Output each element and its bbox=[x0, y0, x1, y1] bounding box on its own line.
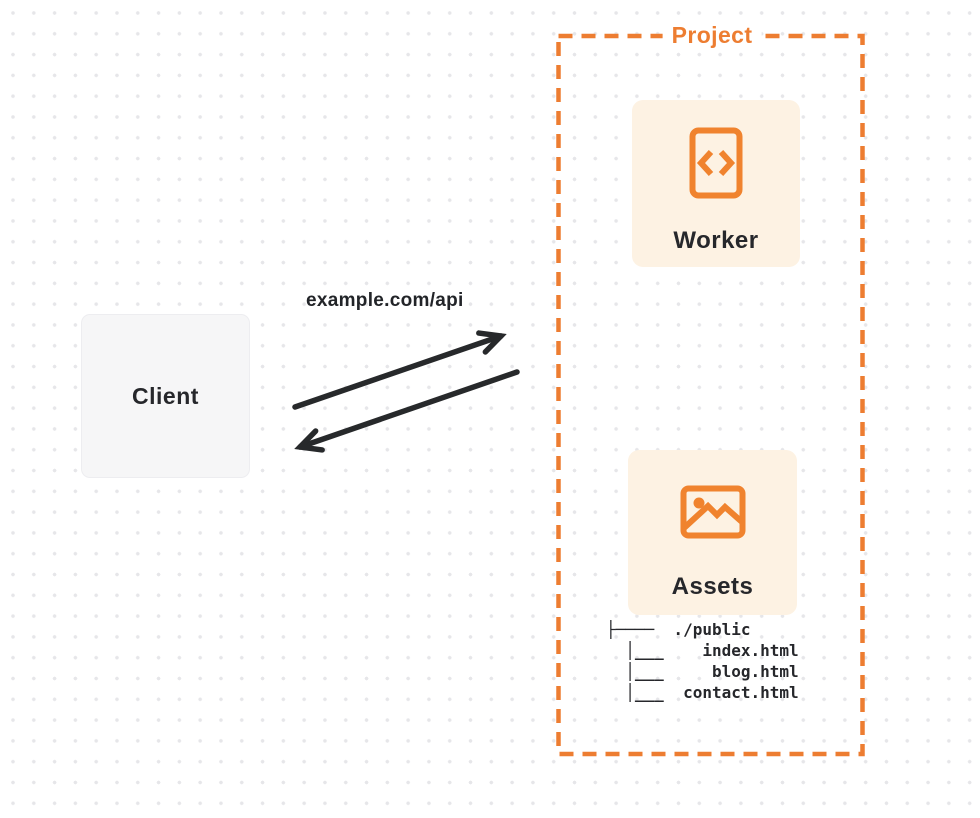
client-node: Client bbox=[81, 314, 250, 478]
assets-label: Assets bbox=[671, 573, 754, 600]
image-icon bbox=[680, 485, 746, 544]
code-icon bbox=[689, 127, 743, 204]
client-label: Client bbox=[132, 382, 199, 409]
request-arrow bbox=[292, 336, 501, 410]
assets-node: Assets bbox=[628, 450, 797, 615]
request-url-label: example.com/api bbox=[306, 290, 464, 311]
worker-node: Worker bbox=[632, 100, 800, 267]
project-label: Project bbox=[662, 20, 762, 50]
file-tree: ├──── ./public │___ index.html │___ blog… bbox=[606, 620, 799, 702]
response-arrow bbox=[300, 369, 520, 447]
worker-label: Worker bbox=[673, 227, 759, 254]
